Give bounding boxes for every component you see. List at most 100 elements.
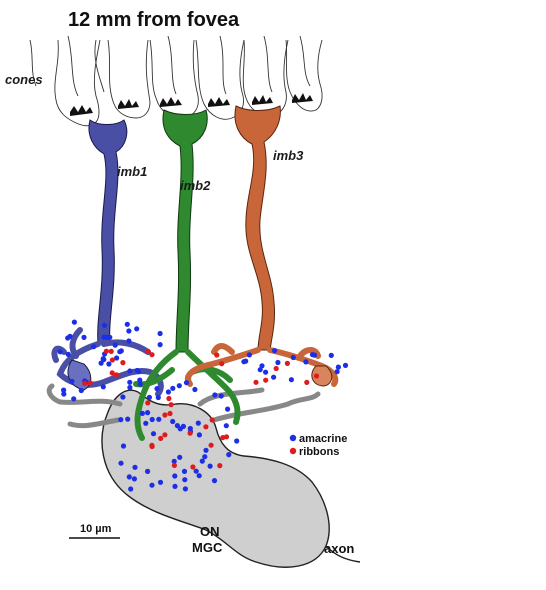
ribbon-dot (149, 442, 155, 448)
cones-label: cones (5, 72, 43, 87)
imb2-label: imb2 (180, 178, 211, 193)
imb2-bipolar-cell (133, 109, 241, 441)
amacrine-dot (137, 381, 143, 387)
amacrine-dot (196, 473, 202, 479)
amacrine-dot (328, 352, 334, 358)
amacrine-dot (218, 393, 224, 399)
amacrine-dot (100, 384, 106, 390)
legend-ribbons-label: ribbons (299, 446, 339, 458)
amacrine-dot (134, 367, 140, 374)
amacrine-dot (104, 334, 110, 340)
amacrine-dot (170, 385, 176, 391)
amacrine-dot (69, 378, 75, 384)
amacrine-dot (81, 334, 87, 340)
amacrine-dot (145, 410, 151, 416)
amacrine-dot (223, 423, 229, 429)
amacrine-dot (100, 356, 106, 362)
amacrine-dot (65, 351, 71, 357)
amacrine-dot (114, 355, 120, 361)
amacrine-dot (172, 483, 178, 489)
amacrine-dot (155, 394, 161, 401)
amacrine-dot (290, 354, 296, 361)
imb3-label: imb3 (273, 148, 304, 163)
amacrine-dot (137, 377, 143, 383)
amacrine-dot (193, 468, 199, 474)
amacrine-dot (202, 454, 208, 460)
amacrine-dot (172, 473, 178, 479)
amacrine-dot (118, 348, 124, 354)
amacrine-dot (157, 330, 163, 337)
amacrine-dot (154, 386, 160, 392)
diagram-title: 12 mm from fovea (68, 9, 240, 31)
ribbon-dot (120, 360, 126, 366)
amacrine-dot (241, 359, 247, 365)
amacrine-dot (149, 416, 155, 423)
amacrine-dot (91, 344, 97, 350)
legend: amacrine ribbons (289, 433, 347, 458)
amacrine-dot (182, 486, 188, 492)
amacrine-dot (311, 352, 318, 358)
amacrine-dot (126, 474, 132, 480)
amacrine-dot (101, 322, 108, 328)
amacrine-dot (120, 394, 126, 400)
amacrine-dot (257, 367, 263, 373)
amacrine-dot (120, 443, 127, 449)
amacrine-dot (132, 464, 138, 470)
amacrine-dot (98, 360, 104, 366)
ribbon-dot (209, 417, 215, 423)
amacrine-dot (156, 416, 162, 422)
amacrine-dot (67, 333, 73, 339)
amacrine-dot (196, 432, 202, 438)
ribbon-dot (284, 360, 290, 366)
amacrine-dot (106, 361, 112, 367)
scale-bar: 10 µm (69, 523, 120, 539)
ribbon-dot (145, 348, 151, 354)
amacrine-dot (263, 369, 269, 375)
amacrine-dot (199, 458, 205, 464)
ribbon-dot (223, 434, 230, 440)
amacrine-dot (71, 396, 77, 402)
amacrine-dot (212, 392, 218, 398)
amacrine-contacts (57, 319, 349, 492)
amacrine-dot (78, 387, 84, 394)
legend-amacrine-dot (289, 434, 297, 442)
amacrine-dot (335, 364, 341, 370)
amacrine-dot (139, 410, 145, 416)
pedicle-terminals (70, 93, 313, 116)
amacrine-dot (61, 387, 67, 393)
amacrine-dot (183, 380, 190, 386)
ribbon-dot (187, 430, 193, 436)
amacrine-dot (275, 359, 281, 366)
amacrine-dot (246, 352, 252, 358)
amacrine-dot (112, 342, 118, 348)
ribbon-dot (149, 352, 155, 358)
ribbon-dot (145, 400, 151, 406)
amacrine-dot (126, 338, 132, 344)
amacrine-dot (124, 321, 130, 327)
ribbon-dot (214, 352, 220, 358)
amacrine-dot (203, 447, 209, 453)
amacrine-dot (145, 468, 151, 474)
amacrine-dot (127, 368, 133, 374)
amacrine-dot (181, 468, 188, 474)
mgc-label: MGC (192, 540, 223, 555)
ribbon-dot (158, 435, 164, 441)
amacrine-dot (170, 418, 176, 425)
ribbon-dot (167, 410, 173, 417)
ribbon-dot (253, 379, 259, 385)
amacrine-dot (149, 482, 155, 488)
ribbon-dot (203, 424, 209, 430)
amacrine-dot (171, 458, 177, 464)
amacrine-dot (146, 394, 152, 400)
amacrine-dot (57, 349, 63, 355)
ribbon-dot (219, 361, 225, 367)
amacrine-dot (207, 463, 213, 469)
amacrine-dot (126, 328, 132, 334)
amacrine-dot (176, 383, 182, 389)
amacrine-dot (157, 479, 164, 485)
ribbon-dot (304, 379, 310, 385)
ribbon-dot (171, 462, 177, 468)
amacrine-dot (125, 416, 131, 422)
amacrine-dot (303, 359, 309, 365)
